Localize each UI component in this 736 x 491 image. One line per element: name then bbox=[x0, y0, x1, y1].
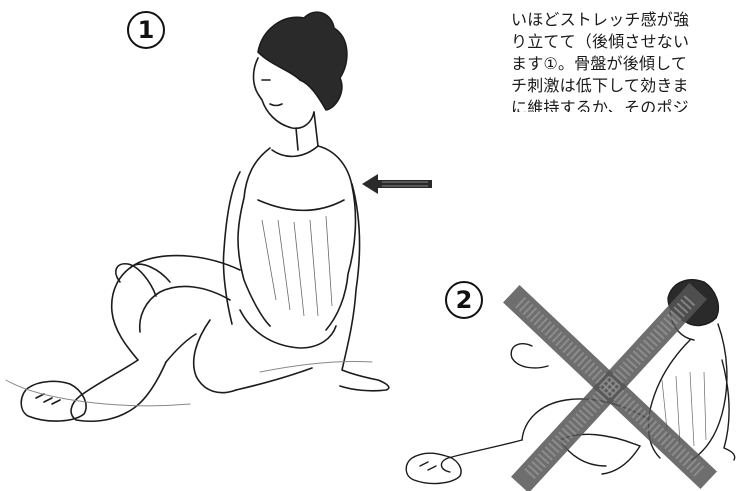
body-text: いほどストレッチ感が強 り立てて（後傾させない ます①。骨盤が後傾して チ刺激は… bbox=[511, 0, 736, 112]
text-line-2: り立てて（後傾させない bbox=[511, 28, 689, 52]
text-line-4: チ刺激は低下して効きま bbox=[511, 72, 689, 96]
text-line-1: いほどストレッチ感が強 bbox=[511, 6, 689, 30]
text-line-5: に維持するか、そのポジ bbox=[511, 94, 689, 112]
figure-2-number-badge: 2 bbox=[445, 281, 483, 319]
figure-1-number-badge: 1 bbox=[127, 11, 165, 49]
text-line-3: ます①。骨盤が後傾して bbox=[511, 50, 687, 74]
